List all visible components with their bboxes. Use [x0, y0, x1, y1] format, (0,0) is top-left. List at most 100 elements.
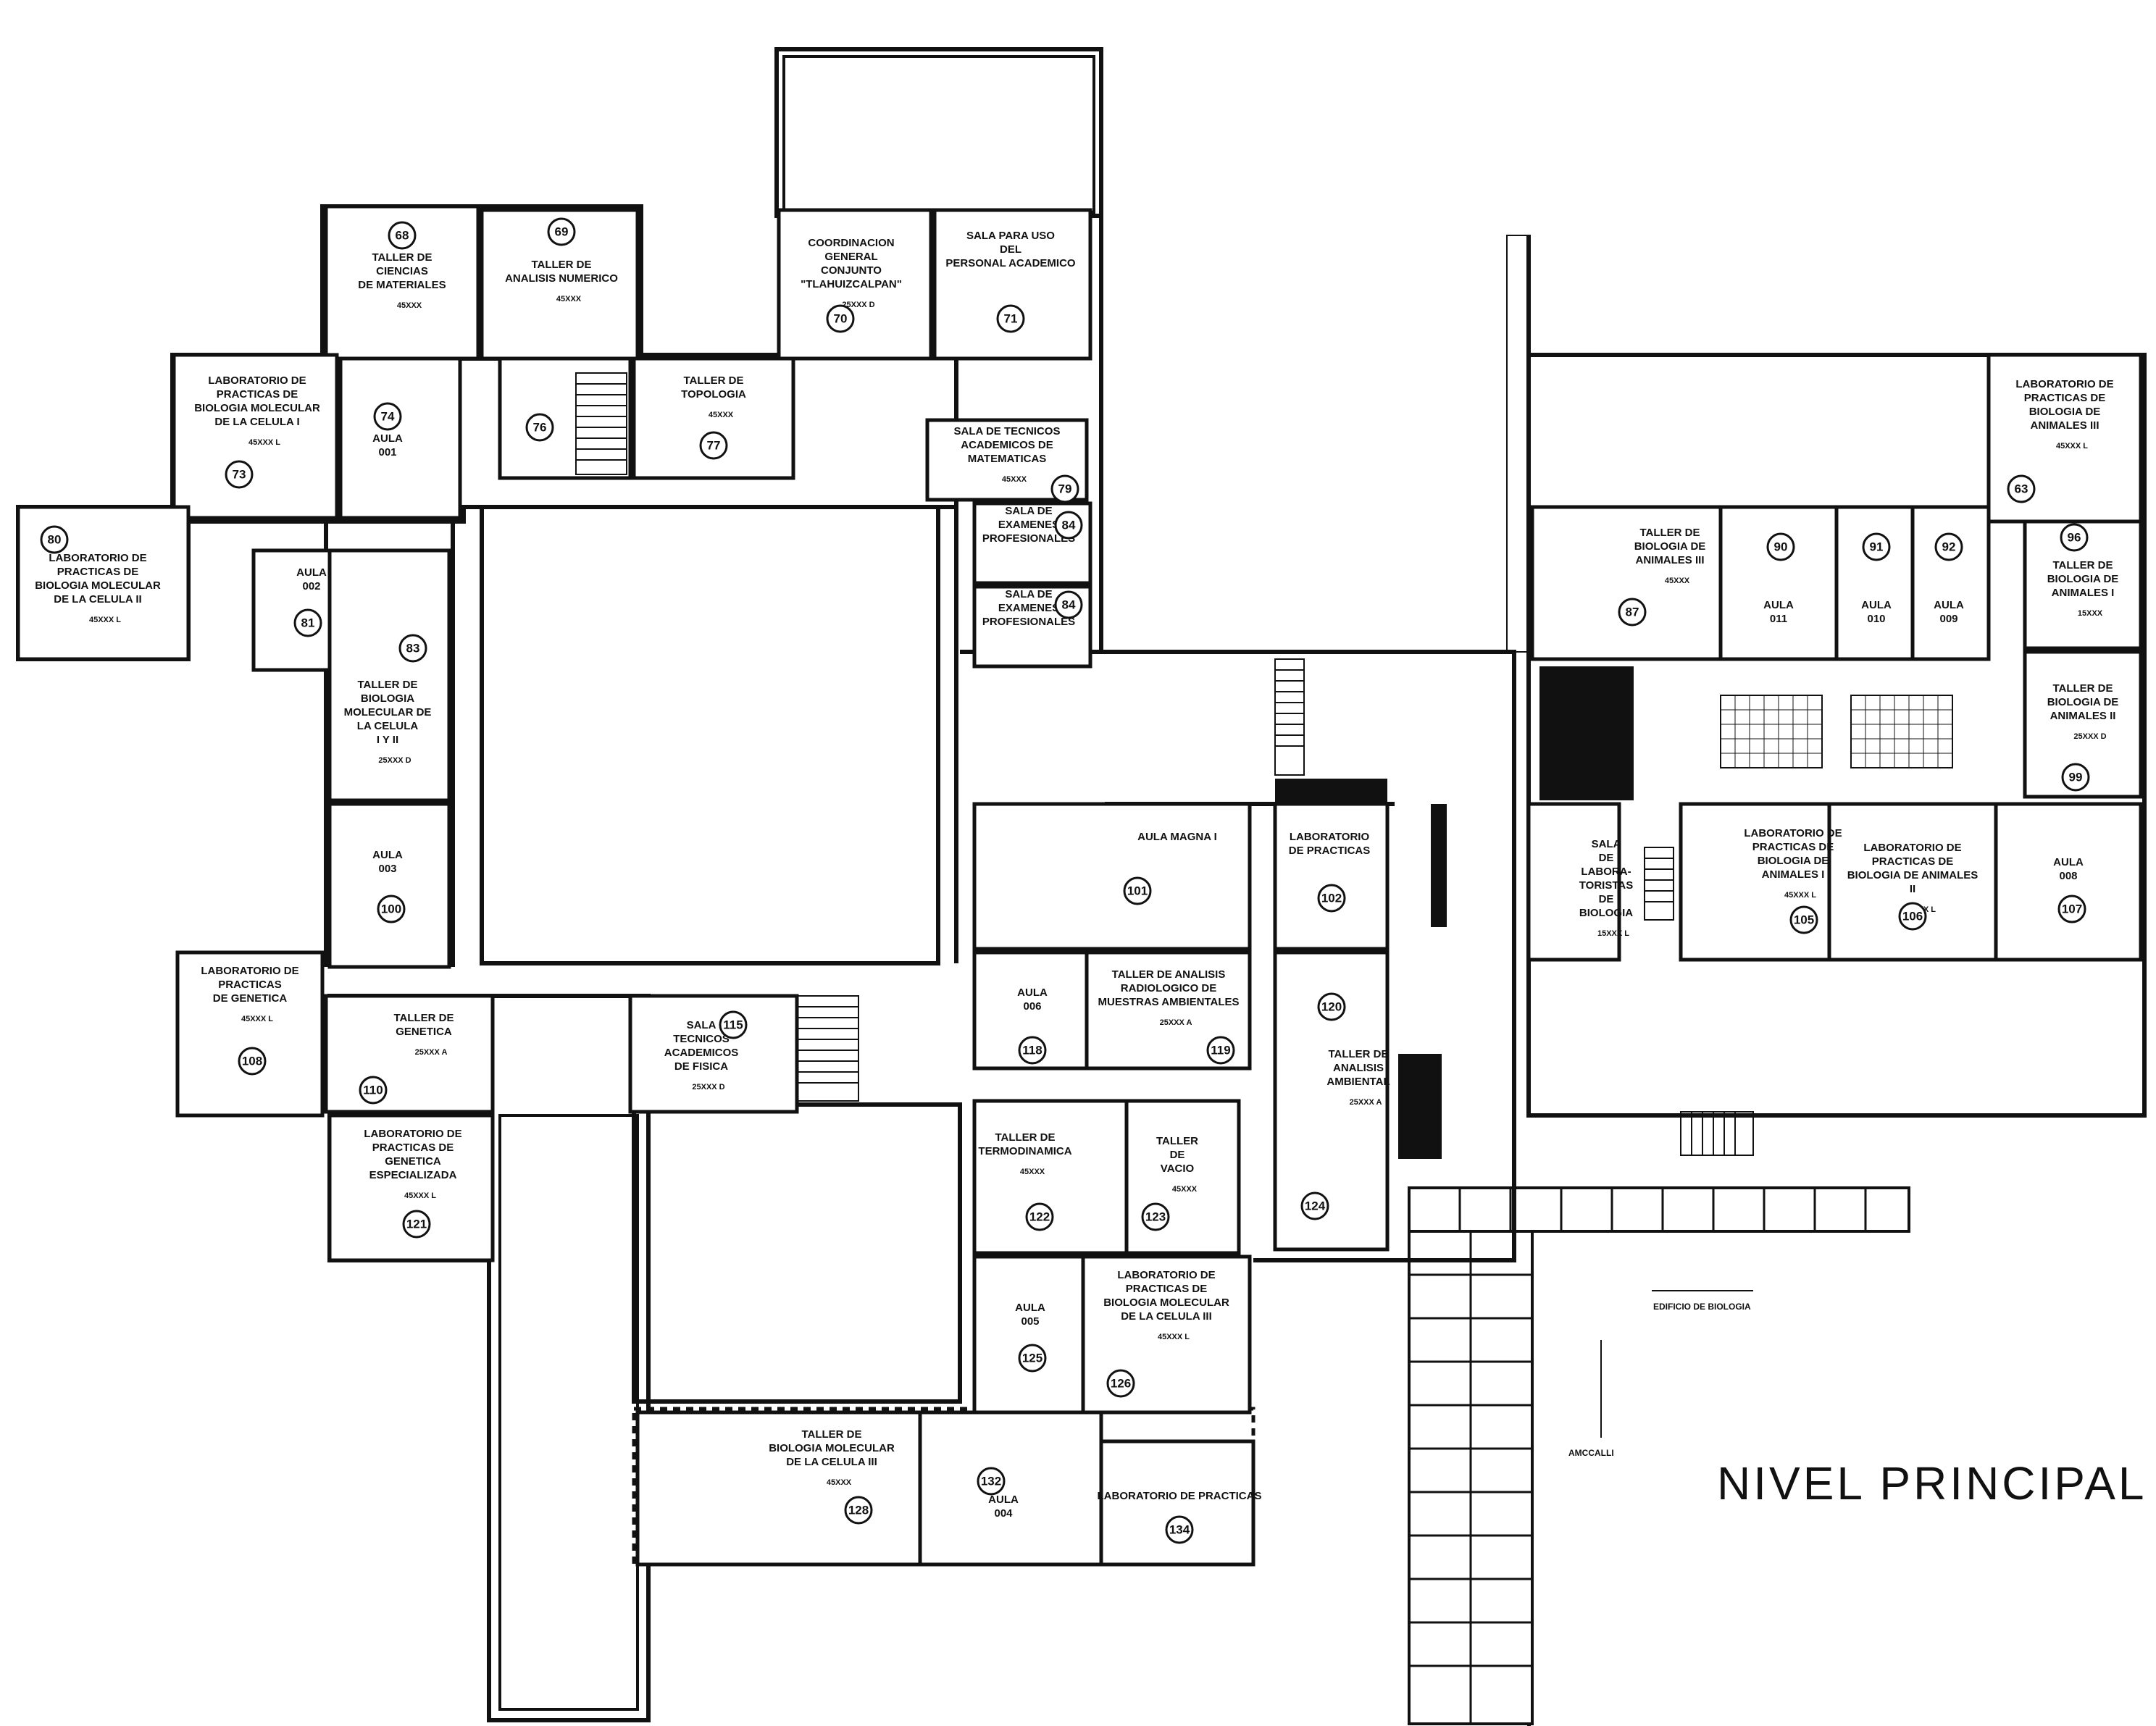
room-label-r121: GENETICA [385, 1155, 441, 1168]
room-label-r128: TALLER DE [801, 1428, 861, 1441]
room-label-r63: BIOLOGIA DE [2029, 406, 2101, 418]
room-label-r81: AULA [296, 566, 327, 579]
room-label-r79: SALA DE TECNICOS [954, 425, 1061, 437]
room-label-r70: "TLAHUIZCALPAN" [801, 278, 902, 290]
room-number-circle-r71 [996, 304, 1025, 333]
room-label-r84b: EXAMENES [998, 602, 1059, 614]
room-number-r132: 132 [981, 1475, 1001, 1488]
room-label-r108: LABORATORIO DE [201, 965, 298, 977]
room-number-r110: 110 [363, 1084, 383, 1097]
room-number-circle-r99 [2061, 763, 2090, 792]
room-number-circle-r81 [293, 608, 322, 637]
room-label-r96: BIOLOGIA DE [2047, 573, 2119, 585]
room-label-r73: BIOLOGIA MOLECULAR [194, 402, 320, 414]
room-number-circle-r120 [1317, 992, 1346, 1021]
room-label-r63: PRACTICAS DE [2024, 392, 2106, 404]
room-number-r108: 108 [242, 1055, 262, 1068]
room-label-r120: AMBIENTAL [1326, 1076, 1390, 1088]
room-label-r110: GENETICA [396, 1026, 452, 1038]
room-label-r77: TOPOLOGIA [681, 388, 746, 401]
room-number-circle-r63 [2007, 474, 2036, 503]
room-number-r91: 91 [1870, 540, 1884, 554]
room-label-r73: LABORATORIO DE [208, 374, 306, 387]
room-label-r81: 002 [302, 580, 320, 592]
room-number-circle-r69 [547, 217, 576, 246]
room-number-circle-r118 [1018, 1036, 1047, 1065]
room-label-r71: SALA PARA USO [966, 230, 1055, 242]
stairs [575, 372, 1754, 1156]
room-label-r68: DE MATERIALES [358, 279, 446, 291]
room-label-r119: RADIOLOGICO DE [1121, 982, 1217, 994]
room-area-r105: 45XXX L [1784, 891, 1816, 900]
room-label-r83: TALLER DE [357, 679, 417, 691]
room-label-r106: II [1910, 883, 1915, 895]
room-number-r68: 68 [396, 229, 409, 243]
room-number-r84a: 84 [1062, 519, 1076, 532]
room-label-r119: TALLER DE ANALISIS [1112, 968, 1226, 981]
room-area-r126: 45XXX L [1158, 1333, 1190, 1341]
room-area-r123: 45XXX [1172, 1185, 1198, 1194]
room-label-r126: PRACTICAS DE [1126, 1283, 1208, 1295]
room-label-r115: DE FISICA [674, 1060, 728, 1073]
room-number-r134: 134 [1169, 1523, 1190, 1537]
paving-grid [1408, 1186, 1910, 1725]
room-label-r92: AULA [1934, 599, 1964, 611]
room-number-circle-r100 [377, 895, 406, 923]
room-area-r79: 45XXX [1002, 475, 1027, 484]
room-area-r110: 25XXX A [415, 1048, 448, 1057]
room-number-circle-r80 [40, 525, 69, 554]
room-label-r115: TECNICOS [673, 1033, 730, 1045]
room-number-circle-r84a [1054, 511, 1083, 540]
room-number-r80: 80 [48, 533, 62, 547]
room-label-r69: TALLER DE [531, 259, 591, 271]
room-label-r90: AULA [1763, 599, 1794, 611]
room-label-r79: ACADEMICOS DE [961, 439, 1053, 451]
room-label-r106: BIOLOGIA DE ANIMALES [1847, 869, 1979, 881]
room-number-r120: 120 [1321, 1000, 1342, 1014]
room-label-r115: SALA [687, 1019, 716, 1031]
room-label-r102: DE PRACTICAS [1289, 845, 1371, 857]
room-number-r92: 92 [1942, 540, 1956, 554]
room-number-circle-r134 [1165, 1515, 1194, 1544]
room-label-r126: LABORATORIO DE [1117, 1269, 1215, 1281]
room-label-r110: TALLER DE [393, 1012, 454, 1024]
room-number-r63: 63 [2015, 482, 2028, 496]
room-label-r99: BIOLOGIA DE [2047, 696, 2119, 708]
room-number-r125: 125 [1022, 1352, 1043, 1365]
room-label-r80: DE LA CELULA II [54, 593, 141, 606]
room-area-r73: 45XXX L [248, 438, 280, 447]
room-label-r108: PRACTICAS [218, 979, 282, 991]
room-label-r96: ANIMALES I [2052, 587, 2115, 599]
room-label-r118: AULA [1017, 986, 1048, 999]
room-label-r70: COORDINACION [808, 237, 894, 249]
room-number-circle-r73 [225, 460, 254, 489]
room-area-r108: 45XXX L [241, 1015, 273, 1023]
room-number-circle-r115 [719, 1010, 748, 1039]
room-label-r68: TALLER DE [372, 251, 432, 264]
room-label-r128: BIOLOGIA MOLECULAR [769, 1442, 895, 1454]
room-label-r80: BIOLOGIA MOLECULAR [35, 579, 161, 592]
room-number-r115: 115 [723, 1018, 743, 1032]
room-number-r73: 73 [233, 468, 246, 482]
room-label-r87: BIOLOGIA DE [1634, 540, 1706, 553]
room-label-r128: DE LA CELULA III [786, 1456, 877, 1468]
room-number-r84b: 84 [1062, 598, 1076, 612]
room-label-r71: DEL [1000, 243, 1021, 256]
room-label-r74: 001 [378, 446, 396, 458]
room-label-r100: AULA [372, 849, 403, 861]
room-number-r118: 118 [1022, 1044, 1042, 1057]
room-number-r87: 87 [1626, 606, 1639, 619]
room-number-r70: 70 [834, 312, 848, 326]
room-number-r90: 90 [1774, 540, 1788, 554]
room-number-circle-r84b [1054, 590, 1083, 619]
room-label-r107: 008 [2059, 870, 2077, 882]
room-label-r108: DE GENETICA [213, 992, 288, 1005]
room-number-circle-r91 [1862, 532, 1891, 561]
room-label-r123: TALLER [1156, 1135, 1198, 1147]
room-number-circle-r108 [238, 1047, 267, 1076]
room-number-circle-r119 [1206, 1036, 1235, 1065]
room-number-circle-r110 [359, 1076, 388, 1105]
room-number-circle-r79 [1050, 474, 1079, 503]
